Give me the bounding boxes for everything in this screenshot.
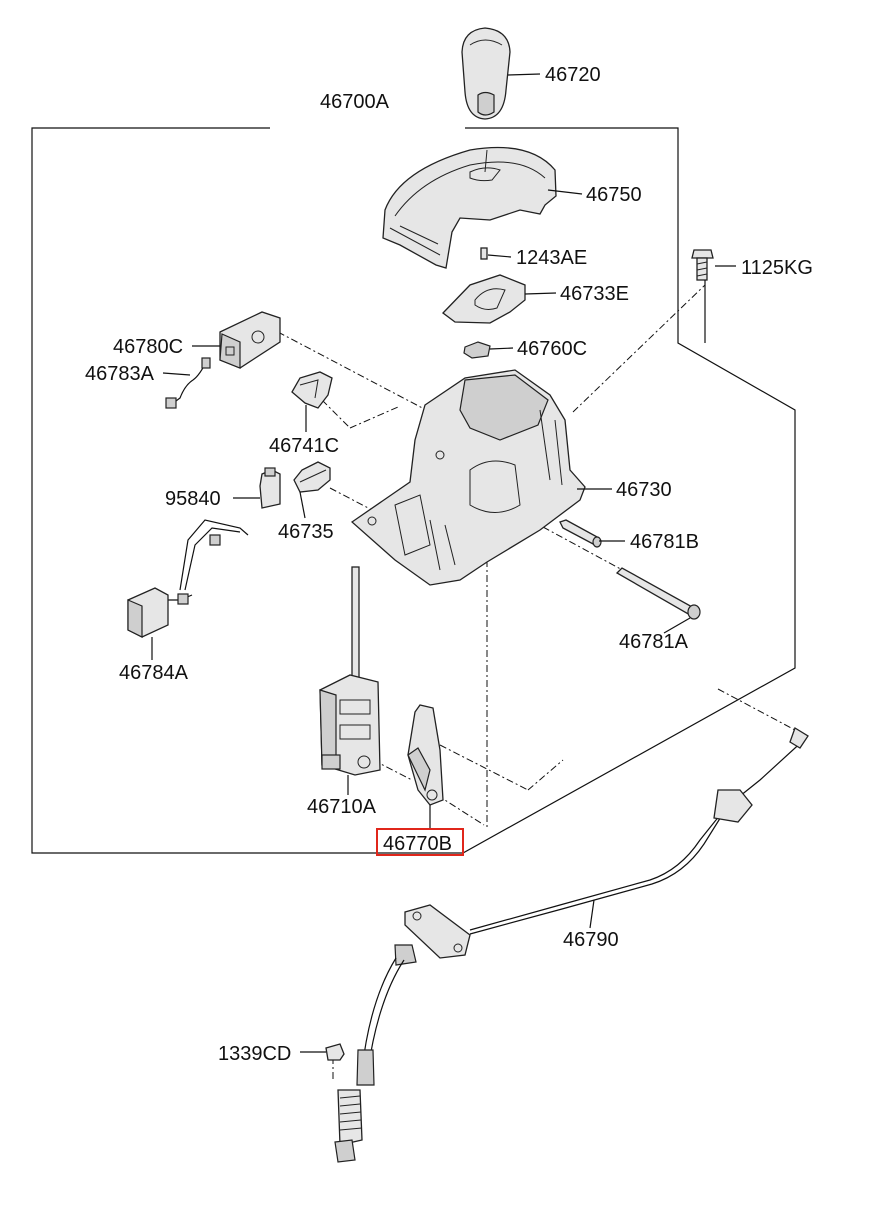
label-46741c: 46741C bbox=[269, 435, 339, 457]
label-46720: 46720 bbox=[545, 64, 601, 86]
label-46783a: 46783A bbox=[85, 363, 155, 385]
harness bbox=[165, 357, 211, 409]
indicator-plate bbox=[442, 274, 526, 324]
label-1339cd: 1339CD bbox=[218, 1043, 291, 1065]
shift-knob bbox=[461, 27, 511, 120]
nut bbox=[325, 1043, 345, 1061]
clip bbox=[463, 341, 491, 359]
label-46710a: 46710A bbox=[307, 796, 377, 818]
highlight-box bbox=[376, 828, 464, 856]
switch bbox=[259, 467, 281, 509]
assembly-frame bbox=[31, 127, 796, 854]
label-46784a: 46784A bbox=[119, 662, 189, 684]
label-46735: 46735 bbox=[278, 521, 334, 543]
label-46770b: 46770B bbox=[383, 833, 452, 855]
solenoid bbox=[219, 311, 281, 369]
label-95840: 95840 bbox=[165, 488, 221, 510]
label-46730: 46730 bbox=[616, 479, 672, 501]
bracket bbox=[291, 371, 333, 409]
leader-lines bbox=[151, 73, 736, 1053]
label-46780c: 46780C bbox=[113, 336, 183, 358]
detent-bracket bbox=[407, 704, 444, 806]
pin-a bbox=[615, 567, 701, 620]
lever bbox=[293, 461, 331, 493]
label-1243ae: 1243AE bbox=[516, 247, 587, 269]
label-1125kg: 1125KG bbox=[741, 257, 813, 279]
guide-lines bbox=[277, 284, 796, 1080]
label-46760c: 46760C bbox=[517, 338, 587, 360]
label-46733e: 46733E bbox=[560, 283, 629, 305]
shift-unit bbox=[319, 566, 381, 776]
label-46700a: 46700A bbox=[320, 91, 390, 113]
pin-b bbox=[559, 519, 602, 548]
screw bbox=[480, 247, 488, 260]
shift-housing bbox=[350, 369, 586, 586]
control-cable bbox=[334, 727, 809, 1163]
bolt bbox=[691, 249, 714, 281]
label-46750: 46750 bbox=[586, 184, 642, 206]
wiring-harness bbox=[127, 519, 249, 638]
label-46790: 46790 bbox=[563, 929, 619, 951]
label-46781a: 46781A bbox=[619, 631, 689, 653]
shift-cover bbox=[382, 146, 557, 269]
label-46781b: 46781B bbox=[630, 531, 699, 553]
